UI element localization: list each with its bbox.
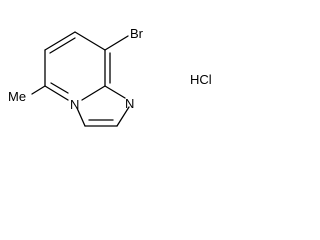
bond-n4-c8a [81, 85, 106, 101]
imidazole-nitrogen-label: N [125, 96, 134, 111]
bond-c7-c6-inner [49, 37, 76, 54]
bond-c7-c6 [44, 31, 76, 51]
bromine-label: Br [130, 26, 144, 41]
bond-c8-c7 [74, 31, 106, 51]
chemical-structure: Br Me N N HCl [8, 26, 212, 127]
bond-c3-n4 [76, 107, 86, 127]
bond-c5-n4-inner [50, 82, 69, 94]
bond-c8-br [104, 35, 129, 51]
salt-label: HCl [190, 72, 212, 87]
methyl-label: Me [8, 89, 26, 104]
bond-c5-n4 [44, 85, 69, 101]
bridgehead-nitrogen-label: N [70, 97, 79, 112]
imidazole-ring [76, 85, 130, 127]
bond-n1-c2 [116, 106, 130, 127]
pyridine-ring [44, 31, 111, 101]
bond-c8a-n1 [104, 85, 126, 99]
bond-c5-methyl [31, 85, 46, 95]
